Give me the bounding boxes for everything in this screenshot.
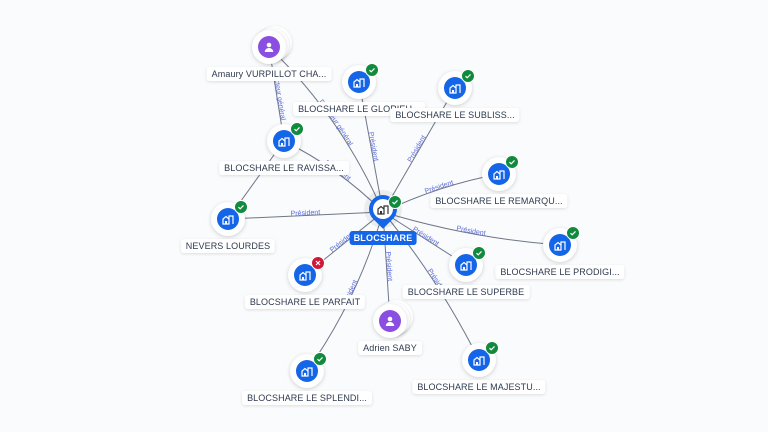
edge-label: Président xyxy=(290,209,320,217)
node-disc[interactable] xyxy=(373,304,407,338)
node-label[interactable]: Amaury VURPILLOT CHA... xyxy=(206,67,332,81)
building-icon xyxy=(549,234,571,256)
building-icon xyxy=(296,360,318,382)
edge-label: Président xyxy=(367,131,379,161)
building-icon xyxy=(217,208,239,230)
check-icon xyxy=(234,200,248,214)
person-icon xyxy=(258,36,280,58)
node-disc[interactable] xyxy=(252,30,286,64)
node-label[interactable]: BLOCSHARE LE SUPERBE xyxy=(402,285,530,299)
building-icon xyxy=(444,77,466,99)
check-icon xyxy=(566,226,580,240)
node-label[interactable]: BLOCSHARE LE SUBLISS... xyxy=(390,108,520,122)
building-icon xyxy=(468,349,490,371)
node-disc[interactable] xyxy=(290,354,324,388)
edge-label: Président xyxy=(456,225,486,237)
check-icon xyxy=(313,352,327,366)
node-label[interactable]: BLOCSHARE LE RAVISSA... xyxy=(219,161,349,175)
edge-label: Président xyxy=(407,134,428,163)
edge-c-majestu[interactable] xyxy=(382,211,480,361)
center-label[interactable]: BLOCSHARE xyxy=(349,231,417,245)
check-icon xyxy=(505,155,519,169)
building-icon xyxy=(348,71,370,93)
cross-icon xyxy=(311,256,325,270)
edge-c-prodigi[interactable] xyxy=(382,211,561,246)
node-label[interactable]: BLOCSHARE LE PRODIGI... xyxy=(495,265,625,279)
edge-amaury-c[interactable] xyxy=(268,46,384,213)
person-icon xyxy=(379,310,401,332)
node-label[interactable]: BLOCSHARE LE REMARQU... xyxy=(430,194,568,208)
check-icon xyxy=(485,341,499,355)
check-icon xyxy=(365,63,379,77)
check-icon xyxy=(388,195,402,209)
node-label[interactable]: BLOCSHARE LE PARFAIT xyxy=(244,295,366,309)
building-icon xyxy=(488,163,510,185)
node-label[interactable]: BLOCSHARE LE MAJESTU... xyxy=(412,380,546,394)
node-label[interactable]: Adrien SABY xyxy=(358,341,422,355)
building-icon xyxy=(455,254,477,276)
edge-c-nevers[interactable] xyxy=(227,211,384,220)
building-icon xyxy=(294,264,316,286)
edge-label: Président xyxy=(384,251,393,281)
node-label[interactable]: BLOCSHARE LE SPLENDI... xyxy=(242,391,372,405)
building-icon xyxy=(273,130,295,152)
check-icon xyxy=(472,246,486,260)
check-icon xyxy=(461,69,475,83)
node-label[interactable]: NEVERS LOURDES xyxy=(180,239,276,253)
check-icon xyxy=(290,122,304,136)
